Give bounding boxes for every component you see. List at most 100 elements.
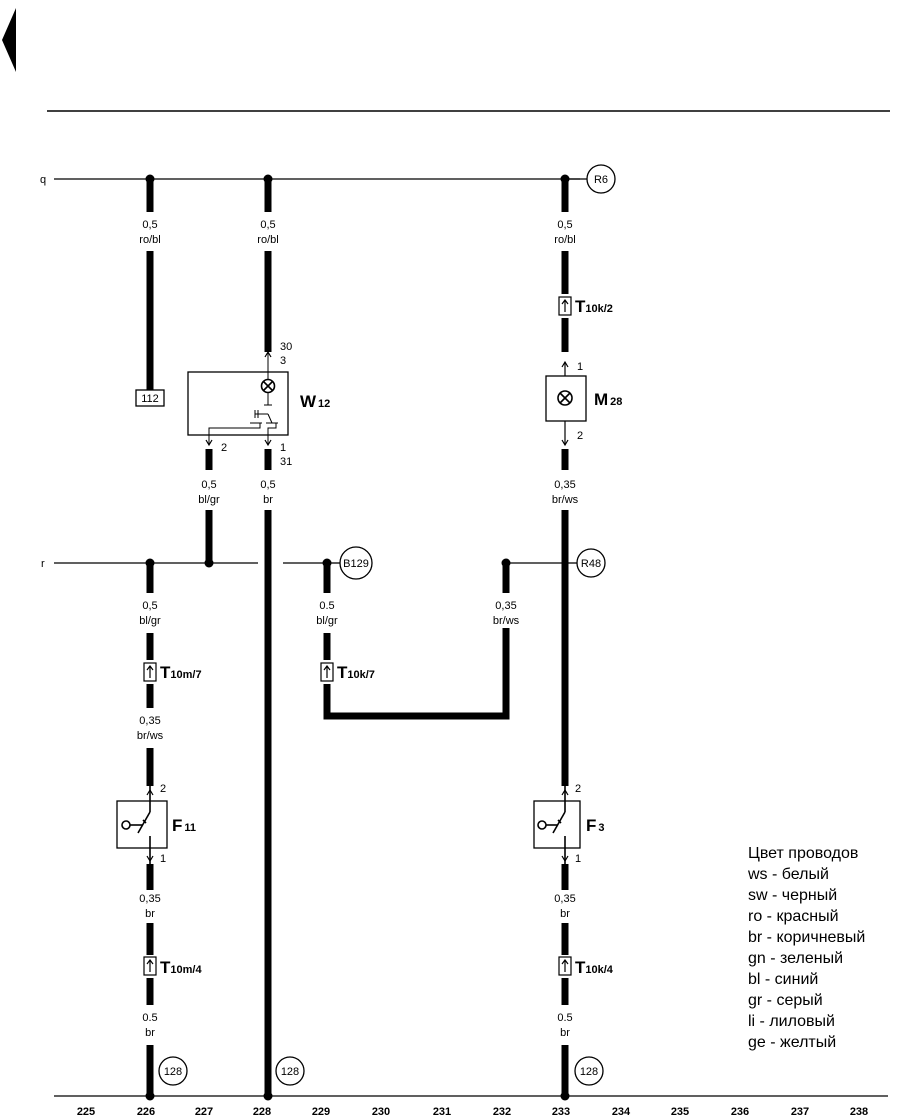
scale-number: 234 (612, 1106, 631, 1118)
wire-label-w5: 0,5 br (260, 479, 275, 506)
wire-label-w8: 0.5bl/gr (316, 600, 338, 627)
scale-number: 229 (312, 1106, 330, 1118)
svg-text:0,5: 0,5 (260, 219, 275, 231)
connector-label: T10k/2 (575, 297, 613, 316)
svg-text:0.5: 0.5 (557, 1012, 572, 1024)
connector-t10k7[interactable]: T10k/7 (320, 662, 375, 682)
ref-label-128: 128 (164, 1066, 182, 1078)
wire-label-w1: 0,5ro/bl (139, 219, 160, 246)
svg-text:br: br (560, 908, 570, 920)
svg-text:0,5: 0,5 (142, 219, 157, 231)
legend-item: gn - зеленый (748, 950, 843, 967)
svg-text:0,35: 0,35 (554, 893, 575, 905)
wire-label-w14: 0.5 br (557, 1012, 572, 1039)
svg-text:br: br (263, 494, 273, 506)
back-arrow-icon[interactable] (2, 8, 16, 72)
legend-item: ws - белый (747, 866, 829, 883)
ref-circle-b129[interactable] (339, 546, 373, 580)
ref-circle-128[interactable] (275, 1056, 305, 1086)
wire-segments (146, 179, 569, 1096)
scale-number: 228 (253, 1106, 271, 1118)
connector-icon (143, 956, 157, 976)
ref-label-128: 128 (580, 1066, 598, 1078)
svg-text:br: br (145, 908, 155, 920)
switch-contact-icon (208, 352, 278, 445)
svg-text:0,5: 0,5 (201, 479, 216, 491)
svg-text:0,35: 0,35 (495, 600, 516, 612)
scale-number: 238 (850, 1106, 868, 1118)
ref-label-r6: R6 (594, 174, 608, 186)
legend-item: ro - красный (748, 908, 839, 925)
svg-text:br/ws: br/ws (552, 494, 579, 506)
wire-label-w9: 0,35 br/ws (493, 600, 520, 627)
connector-label: T10m/7 (160, 663, 202, 682)
scale-number: 227 (195, 1106, 213, 1118)
svg-text:0,35: 0,35 (139, 893, 160, 905)
ref-circle-128[interactable] (158, 1056, 188, 1086)
wire-label-w10: 0,35 br/ws (137, 715, 164, 742)
connector-t10m4[interactable]: T10m/4 (143, 956, 202, 977)
ref-circle-r48[interactable] (576, 548, 606, 578)
pin-label: 2 (575, 783, 581, 795)
scale-number: 225 (77, 1106, 95, 1118)
scale-number: 236 (731, 1106, 749, 1118)
component-f11-body[interactable] (116, 800, 168, 849)
door-switch-icon (121, 786, 151, 864)
ref-circle-128[interactable] (574, 1056, 604, 1086)
rail-label-r: r (41, 558, 45, 570)
ref-label-b129: B129 (343, 558, 369, 570)
wire-label-w2: 0,5 ro/bl (257, 219, 278, 246)
pin-label: 2 (160, 783, 166, 795)
svg-text:0,5: 0,5 (557, 219, 572, 231)
ref-box-112[interactable] (135, 389, 165, 407)
ref-label-128: 128 (281, 1066, 299, 1078)
pin-label: 2 (221, 442, 227, 454)
legend-title: Цвет проводов (748, 845, 858, 862)
rail-label-q: q (40, 174, 46, 186)
scale-number: 232 (493, 1106, 511, 1118)
scale-number: 226 (137, 1106, 155, 1118)
connector-t10k2[interactable]: T10k/2 (558, 296, 613, 316)
scale-number: 230 (372, 1106, 390, 1118)
svg-text:ro/bl: ro/bl (257, 234, 278, 246)
svg-text:br/ws: br/ws (137, 730, 164, 742)
legend-item: bl - синий (748, 971, 818, 988)
pin-label: 1 (160, 853, 166, 865)
pin-label: 30 (280, 341, 292, 353)
legend-item: gr - серый (748, 992, 823, 1009)
svg-text:0,35: 0,35 (139, 715, 160, 727)
pin-label: 2 (577, 430, 583, 442)
svg-text:br/ws: br/ws (493, 615, 520, 627)
legend-item: sw - черный (748, 887, 837, 904)
pin-label: 31 (280, 456, 292, 468)
door-switch-icon (537, 786, 566, 864)
connector-icon (320, 662, 334, 682)
connector-t10m7[interactable]: T10m/7 (143, 662, 202, 682)
scale-number: 233 (552, 1106, 570, 1118)
connector-label: T10k/4 (575, 958, 614, 977)
connector-icon (558, 296, 572, 316)
svg-text:br: br (560, 1027, 570, 1039)
svg-text:ro/bl: ro/bl (554, 234, 575, 246)
scale-number: 231 (433, 1106, 451, 1118)
connector-t10k4[interactable]: T10k/4 (558, 956, 614, 977)
wire-label-w12: 0.5br (142, 1012, 157, 1039)
svg-text:bl/gr: bl/gr (198, 494, 220, 506)
ref-box-112-label: 112 (141, 393, 159, 405)
wire-label-w3: 0,5 ro/bl (554, 219, 575, 246)
scale-row: 225 226 227 228 229 230 231 232 233 234 … (77, 1106, 868, 1118)
connector-label: T10m/4 (160, 958, 202, 977)
pin-label: 1 (577, 361, 583, 373)
svg-text:0,5: 0,5 (260, 479, 275, 491)
ref-circle-r6[interactable] (586, 164, 616, 194)
pin-label: 1 (575, 853, 581, 865)
connector-label: T10k/7 (337, 663, 375, 682)
legend-item: br - коричневый (748, 929, 865, 946)
wire-label-w11: 0,35 br (139, 893, 160, 920)
legend-item: ge - желтый (748, 1034, 836, 1051)
